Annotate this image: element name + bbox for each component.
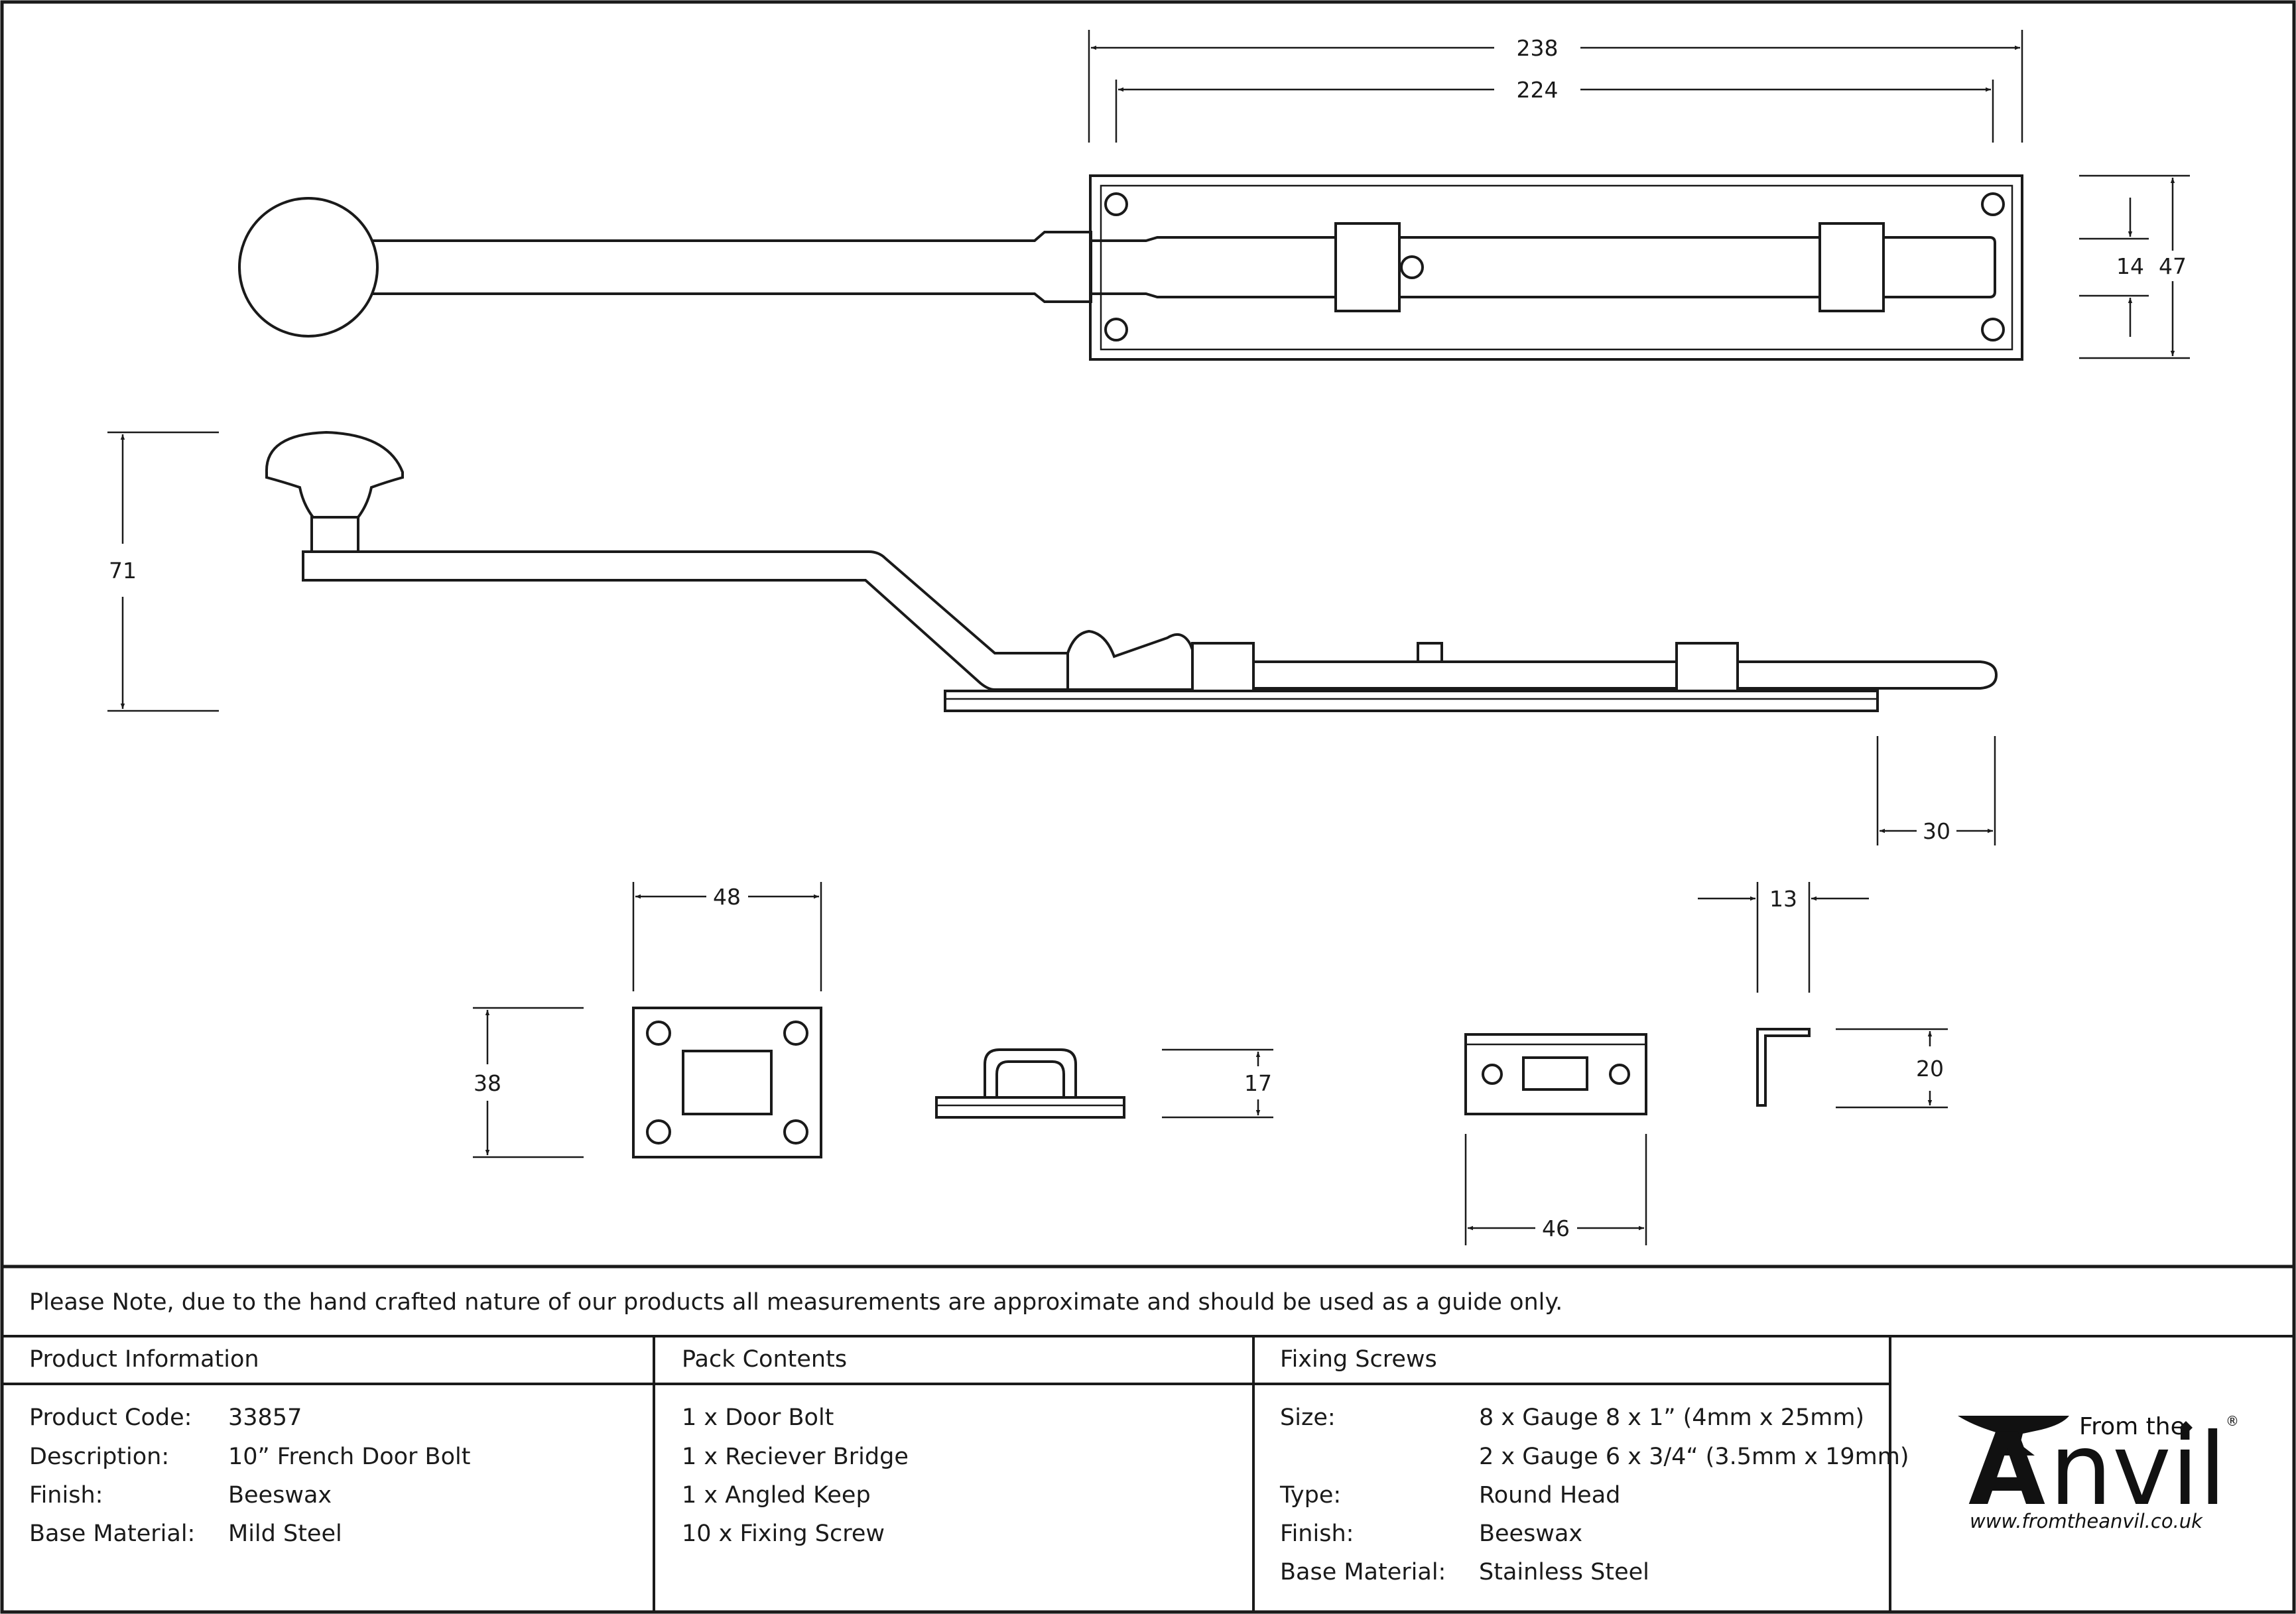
logo-url: www.fromtheanvil.co.uk <box>1970 1510 2203 1532</box>
pack-item-bolt: 1 x Door Bolt <box>682 1404 834 1431</box>
screw-size-label: Size: <box>1280 1404 1336 1431</box>
dim-label-238: 238 <box>1517 35 1559 61</box>
bolt-side-view <box>265 430 1998 712</box>
dim-46: 46 <box>1464 1134 1647 1245</box>
pack-contents-header: Pack Contents <box>682 1346 847 1373</box>
finish-label: Finish: <box>29 1482 103 1509</box>
bolt-rod-side <box>1194 660 1998 690</box>
dim-38: 38 <box>473 1007 584 1158</box>
angled-keep-front <box>1464 1033 1647 1115</box>
dim-label-20: 20 <box>1916 1056 1944 1082</box>
product-code-label: Product Code: <box>29 1404 192 1431</box>
screw-material-label: Base Material: <box>1280 1559 1446 1585</box>
logo-from-the: From the <box>2079 1413 2185 1440</box>
dim-label-224: 224 <box>1517 77 1559 103</box>
guide-left-top <box>1334 222 1401 312</box>
bolt-cam-side <box>1066 629 1195 691</box>
dim-label-14: 14 <box>2116 253 2144 279</box>
bolt-slide-top <box>1091 236 1996 298</box>
from-the-anvil-logo: A nvil From the ® www.fromtheanvil.co.uk <box>1958 1412 2239 1532</box>
dim-238: 238 <box>1088 30 2023 143</box>
screw-hole-bottom-left <box>1104 318 1128 341</box>
guide-left-side <box>1191 642 1255 692</box>
description-label: Description: <box>29 1444 169 1470</box>
dim-17: 17 <box>1162 1048 1273 1119</box>
logo-big-a: A <box>1968 1412 2045 1528</box>
dim-71: 71 <box>107 431 219 712</box>
product-code-value: 33857 <box>228 1404 302 1431</box>
bolt-rod-top <box>373 231 1092 303</box>
knob-stem <box>310 516 359 553</box>
logo-wordmark: nvil <box>2049 1412 2226 1528</box>
dim-label-38: 38 <box>474 1070 501 1096</box>
guide-right-side <box>1675 642 1739 692</box>
screw-size-value-2: 2 x Gauge 6 x 3/4“ (3.5mm x 19mm) <box>1479 1444 1909 1470</box>
dim-label-48: 48 <box>713 884 741 910</box>
bolt-arm-side <box>302 550 1069 691</box>
dim-label-13: 13 <box>1769 886 1797 912</box>
dim-30: 30 <box>1876 736 1996 845</box>
screw-hole-bottom-right <box>1981 318 2005 341</box>
fixing-screws-header: Fixing Screws <box>1280 1346 1437 1373</box>
dim-label-71: 71 <box>109 558 137 584</box>
dim-20: 20 <box>1836 1028 1948 1109</box>
anvil-icon <box>1958 1416 2069 1456</box>
dim-48: 48 <box>632 882 822 991</box>
dim-label-17: 17 <box>1244 1070 1272 1096</box>
base-material-label: Base Material: <box>29 1521 195 1547</box>
dim-label-46: 46 <box>1542 1215 1570 1241</box>
dim-label-30: 30 <box>1923 818 1950 844</box>
registered-mark: ® <box>2226 1413 2239 1429</box>
screw-finish-label: Finish: <box>1280 1521 1354 1547</box>
screw-size-value-1: 8 x Gauge 8 x 1” (4mm x 25mm) <box>1479 1404 1864 1431</box>
finish-value: Beeswax <box>228 1482 332 1509</box>
screw-finish-value: Beeswax <box>1479 1521 1582 1547</box>
dim-label-47: 47 <box>2159 253 2187 279</box>
dim-224: 224 <box>1115 77 1994 143</box>
screw-material-value: Stainless Steel <box>1479 1559 1649 1585</box>
angled-keep-side <box>1756 1028 1811 1107</box>
pack-item-keep: 1 x Angled Keep <box>682 1482 871 1509</box>
dim-14-47: 14 47 <box>2079 174 2190 359</box>
pack-item-screws: 10 x Fixing Screw <box>682 1521 885 1547</box>
pack-item-bridge: 1 x Reciever Bridge <box>682 1444 909 1470</box>
diamond-icon <box>2179 1421 2193 1434</box>
base-plate-side <box>944 690 1879 712</box>
description-value: 10” French Door Bolt <box>228 1444 470 1470</box>
base-plate-inner <box>1100 184 2013 351</box>
base-material-value: Mild Steel <box>228 1521 342 1547</box>
guide-right-top <box>1818 222 1885 312</box>
info-table: Please Note, due to the hand crafted nat… <box>2 1265 2294 1612</box>
approx-note: Please Note, due to the hand crafted nat… <box>29 1289 1563 1316</box>
receiver-bridge-profile <box>935 1048 1125 1119</box>
dim-13: 13 <box>1698 882 1869 993</box>
bolt-top-view <box>238 174 2023 361</box>
screw-hole-top-right <box>1981 192 2005 216</box>
base-plate-outer <box>1089 174 2023 361</box>
stop-pin-side <box>1417 642 1443 663</box>
screw-hole-center <box>1400 255 1424 279</box>
screw-type-value: Round Head <box>1479 1482 1620 1509</box>
screw-type-label: Type: <box>1279 1482 1341 1509</box>
product-info-header: Product Information <box>29 1346 259 1373</box>
screw-hole-top-left <box>1104 192 1128 216</box>
knob-side <box>265 430 404 519</box>
receiver-bridge-top <box>632 1007 822 1158</box>
knob-top <box>238 197 379 338</box>
